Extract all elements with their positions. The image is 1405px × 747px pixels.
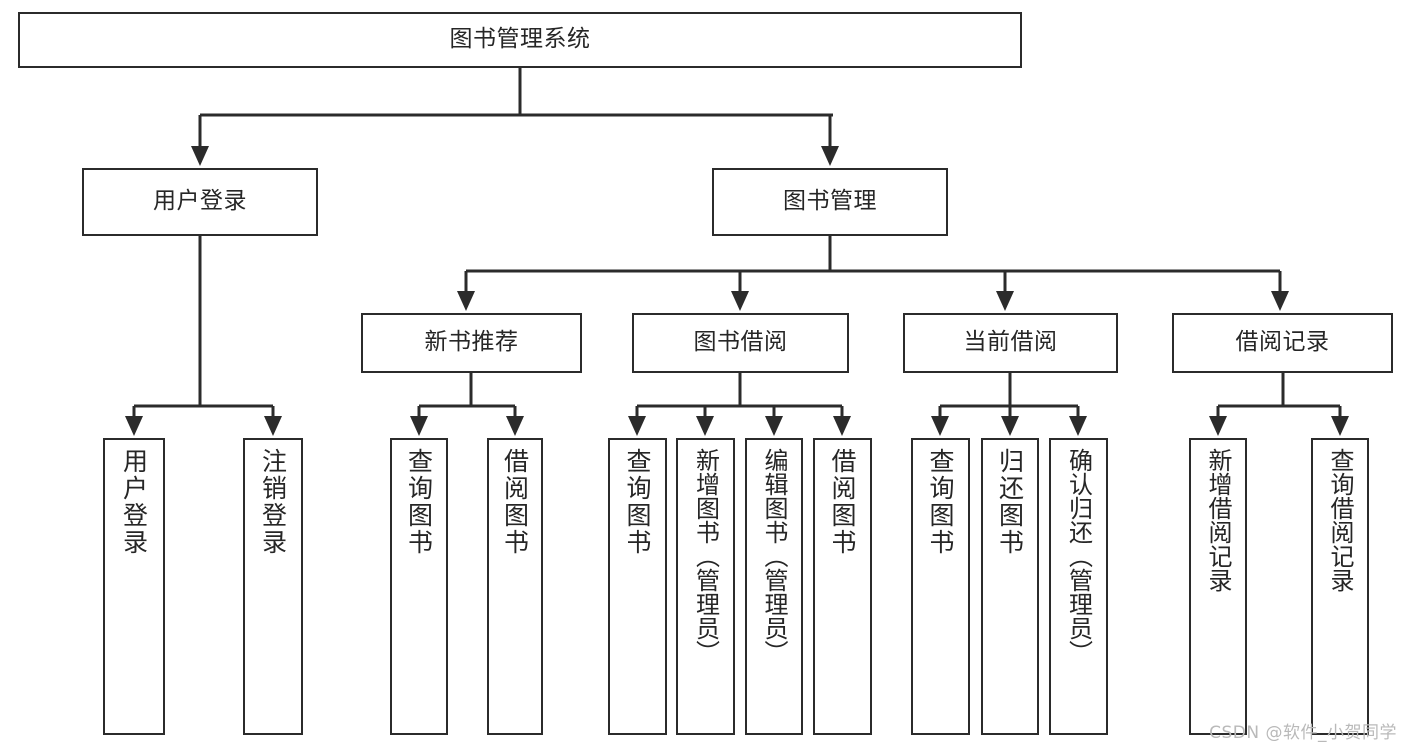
- arrowhead-record-to-leaf1: [1209, 416, 1227, 436]
- node-leaf-edit-book-label: 编辑图书（管理员）: [760, 448, 788, 664]
- node-leaf-logout-label: 注销登录: [258, 448, 288, 556]
- node-leaf-query-record[interactable]: 查询借阅记录: [1311, 438, 1369, 735]
- arrowhead-current-to-leaf3: [1069, 416, 1087, 436]
- node-leaf-return-book[interactable]: 归还图书: [981, 438, 1039, 735]
- arrowhead-book-manage-to-n1: [457, 291, 475, 311]
- node-leaf-return-book-label: 归还图书: [995, 448, 1025, 556]
- node-new-book-recommend[interactable]: 新书推荐: [361, 313, 582, 373]
- node-book-manage[interactable]: 图书管理: [712, 168, 948, 236]
- node-leaf-borrow-book-2-label: 借阅图书: [828, 448, 857, 556]
- arrowhead-book-manage-to-n4: [1271, 291, 1289, 311]
- arrowhead-current-to-leaf2: [1001, 416, 1019, 436]
- arrowhead-borrow-to-leaf4: [833, 416, 851, 436]
- arrowhead-recommend-to-leaf2: [506, 416, 524, 436]
- arrowhead-borrow-to-leaf3: [765, 416, 783, 436]
- node-leaf-query-record-label: 查询借阅记录: [1326, 448, 1354, 592]
- node-root-system[interactable]: 图书管理系统: [18, 12, 1022, 68]
- node-leaf-query-book-2[interactable]: 查询图书: [608, 438, 667, 735]
- arrowhead-borrow-to-leaf2: [696, 416, 714, 436]
- node-leaf-query-book-3[interactable]: 查询图书: [911, 438, 970, 735]
- arrowhead-book-manage-to-n2: [731, 291, 749, 311]
- node-borrow-record-label: 借阅记录: [1235, 329, 1330, 356]
- node-leaf-add-record-label: 新增借阅记录: [1204, 448, 1232, 592]
- node-leaf-query-book-1-label: 查询图书: [404, 448, 434, 556]
- node-leaf-confirm-return-label: 确认归还（管理员）: [1064, 448, 1093, 664]
- arrowhead-record-to-leaf2: [1331, 416, 1349, 436]
- node-book-manage-label: 图书管理: [783, 188, 877, 215]
- node-current-borrow-label: 当前借阅: [963, 329, 1058, 356]
- arrowhead-book-manage-to-n3: [996, 291, 1014, 311]
- node-book-borrow[interactable]: 图书借阅: [632, 313, 849, 373]
- node-leaf-logout[interactable]: 注销登录: [243, 438, 303, 735]
- node-leaf-add-record[interactable]: 新增借阅记录: [1189, 438, 1247, 735]
- node-leaf-query-book-1[interactable]: 查询图书: [390, 438, 448, 735]
- node-leaf-user-login-label: 用户登录: [119, 448, 149, 556]
- arrowhead-root-to-book-manage: [821, 146, 839, 166]
- node-leaf-add-book-label: 新增图书（管理员）: [691, 448, 720, 664]
- node-leaf-borrow-book-1[interactable]: 借阅图书: [487, 438, 543, 735]
- csdn-watermark: CSDN @软件_小贺同学: [1209, 723, 1397, 743]
- node-leaf-user-login[interactable]: 用户登录: [103, 438, 165, 735]
- arrowhead-borrow-to-leaf1: [628, 416, 646, 436]
- node-root-system-label: 图书管理系统: [449, 26, 591, 53]
- node-user-login-label: 用户登录: [153, 188, 247, 215]
- node-new-book-recommend-label: 新书推荐: [424, 329, 519, 356]
- node-current-borrow[interactable]: 当前借阅: [903, 313, 1118, 373]
- node-leaf-add-book[interactable]: 新增图书（管理员）: [676, 438, 735, 735]
- arrowhead-current-to-leaf1: [931, 416, 949, 436]
- node-leaf-confirm-return[interactable]: 确认归还（管理员）: [1049, 438, 1108, 735]
- node-leaf-query-book-2-label: 查询图书: [623, 448, 652, 556]
- node-leaf-query-book-3-label: 查询图书: [926, 448, 955, 556]
- arrowhead-user-login-to-leaf2: [264, 416, 282, 436]
- node-leaf-borrow-book-2[interactable]: 借阅图书: [813, 438, 872, 735]
- node-user-login[interactable]: 用户登录: [82, 168, 318, 236]
- arrowhead-root-to-user-login: [191, 146, 209, 166]
- arrowhead-user-login-to-leaf1: [125, 416, 143, 436]
- arrowhead-recommend-to-leaf1: [410, 416, 428, 436]
- node-book-borrow-label: 图书借阅: [693, 329, 788, 356]
- node-leaf-edit-book[interactable]: 编辑图书（管理员）: [745, 438, 803, 735]
- node-borrow-record[interactable]: 借阅记录: [1172, 313, 1393, 373]
- node-leaf-borrow-book-1-label: 借阅图书: [500, 448, 530, 556]
